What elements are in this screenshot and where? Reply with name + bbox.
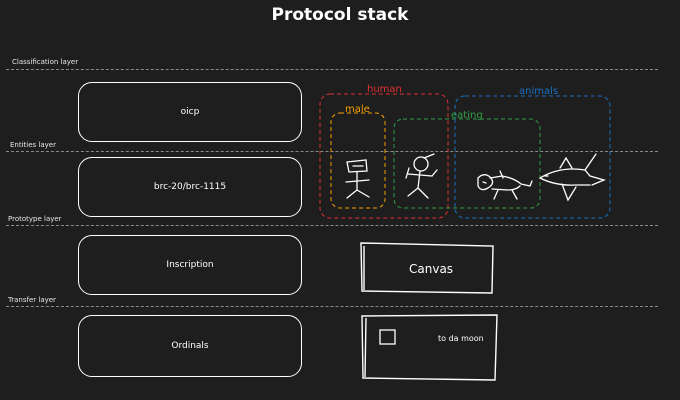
protocol-box-label: brc-20/brc-1115 [153,182,227,192]
canvas-frame [360,242,494,294]
animals-group-box [454,95,611,219]
male-group-box [330,112,386,209]
layer-label-classification: Classification layer [12,58,79,66]
layer-divider-entities [6,151,658,152]
layer-label-transfer: Transfer layer [8,296,56,304]
group-label-human: human [367,84,402,95]
fish-animal-icon [539,153,606,202]
layer-divider-prototype [6,225,658,226]
male-figure-icon [345,159,370,199]
protocol-box-ordinals: Ordinals [78,315,302,377]
square-icon [379,329,396,345]
layer-label-prototype: Prototype layer [8,215,62,223]
protocol-box-oicp: oicp [78,82,302,142]
human-group-box [319,93,449,219]
group-label-eating: eating [451,110,483,121]
layer-divider-transfer [6,306,658,307]
protocol-box-label: Ordinals [171,341,209,351]
group-label-male: male [345,104,370,115]
eating-human-icon [405,153,438,199]
moon-label: to da moon [438,334,484,343]
canvas-label: Canvas [409,262,454,276]
moon-frame [361,314,498,381]
eating-animal-icon [477,170,533,200]
protocol-box-brc: brc-20/brc-1115 [78,157,302,217]
layer-divider-classification [6,69,658,70]
diagram-title: Protocol stack [271,5,409,25]
protocol-box-label: oicp [180,107,200,117]
layer-label-entities: Entities layer [10,141,56,149]
protocol-box-label: Inscription [166,260,214,270]
group-label-animals: animals [519,86,559,97]
protocol-box-inscription: Inscription [78,235,302,295]
eating-group-box [393,118,541,209]
